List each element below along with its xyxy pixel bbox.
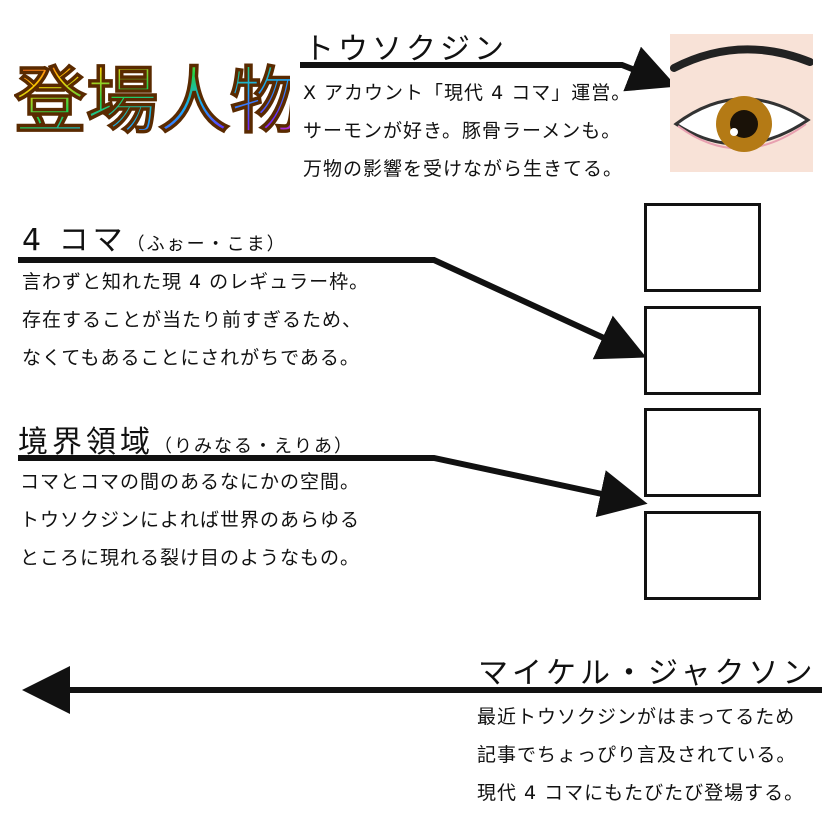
desc-line: なくてもあることにされがちである。 bbox=[22, 347, 360, 369]
character-name-2: 4 コマ（ふぉー・こま） bbox=[22, 215, 287, 259]
desc-line: 記事でちょっぴり言及されている。 bbox=[477, 744, 797, 766]
desc-line: 言わずと知れた現 4 のレギュラー枠。 bbox=[22, 271, 370, 293]
title-logo: 登場人物 bbox=[14, 58, 290, 143]
desc-line: 万物の影響を受けながら生きてる。 bbox=[303, 158, 624, 180]
comic-panel-4 bbox=[644, 511, 761, 600]
desc-line: 最近トウソクジンがはまってるため bbox=[477, 706, 796, 728]
name-text: トウソクジン bbox=[304, 32, 508, 67]
desc-line: 存在することが当たり前すぎるため、 bbox=[22, 309, 363, 331]
character-desc-4: 最近トウソクジンがはまってるため 記事でちょっぴり言及されている。 現代 4 コ… bbox=[477, 698, 804, 812]
desc-line: 現代 4 コマにもたびたび登場する。 bbox=[477, 782, 805, 804]
desc-line: サーモンが好き。豚骨ラーメンも。 bbox=[303, 120, 622, 142]
reading-text: （ふぉー・こま） bbox=[126, 234, 287, 255]
comic-panel-3 bbox=[644, 408, 761, 497]
desc-line: X アカウント「現代 4 コマ」運営。 bbox=[303, 82, 632, 104]
character-name-4: マイケル・ジャクソン bbox=[478, 648, 817, 692]
desc-line: トウソクジンによれば世界のあらゆる bbox=[20, 509, 361, 531]
arrow-to-gap bbox=[18, 455, 648, 518]
arrow-to-panel bbox=[18, 257, 647, 360]
character-name-1: トウソクジン bbox=[304, 24, 508, 68]
arrow-to-eye bbox=[300, 46, 677, 92]
desc-line: コマとコマの間のあるなにかの空間。 bbox=[20, 471, 361, 493]
title-text: 登場人物 bbox=[14, 59, 290, 143]
name-text: 境界領域 bbox=[18, 425, 154, 460]
desc-line: ところに現れる裂け目のようなもの。 bbox=[20, 547, 361, 569]
character-desc-3: コマとコマの間のあるなにかの空間。 トウソクジンによれば世界のあらゆる ところに… bbox=[20, 463, 360, 577]
name-text: マイケル・ジャクソン bbox=[478, 656, 817, 691]
comic-panel-1 bbox=[644, 203, 761, 292]
eye-icon bbox=[670, 34, 813, 172]
name-text: 4 コマ bbox=[22, 223, 127, 258]
character-desc-2: 言わずと知れた現 4 のレギュラー枠。 存在することが当たり前すぎるため、 なく… bbox=[22, 263, 369, 377]
character-desc-1: X アカウント「現代 4 コマ」運営。 サーモンが好き。豚骨ラーメンも。 万物の… bbox=[303, 74, 631, 188]
character-name-3: 境界領域（りみなる・えりあ） bbox=[18, 417, 354, 461]
reading-text: （りみなる・えりあ） bbox=[154, 436, 354, 457]
comic-panel-2 bbox=[644, 306, 761, 395]
